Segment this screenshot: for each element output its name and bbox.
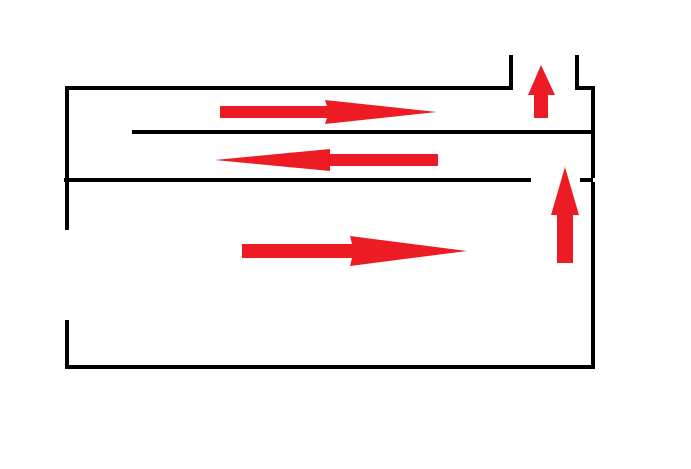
flow-arrow-top-right-icon bbox=[220, 100, 437, 124]
outer-wall-top-left bbox=[65, 55, 513, 230]
exhaust-arrow-up-icon bbox=[528, 65, 555, 118]
flow-arrow-middle-left-icon bbox=[215, 149, 438, 171]
riser-arrow-up-icon bbox=[551, 167, 579, 263]
flow-arrow-bottom-right-icon bbox=[242, 236, 467, 266]
outer-wall-bottom-right bbox=[65, 182, 595, 369]
outer-wall-top-right bbox=[575, 55, 595, 178]
